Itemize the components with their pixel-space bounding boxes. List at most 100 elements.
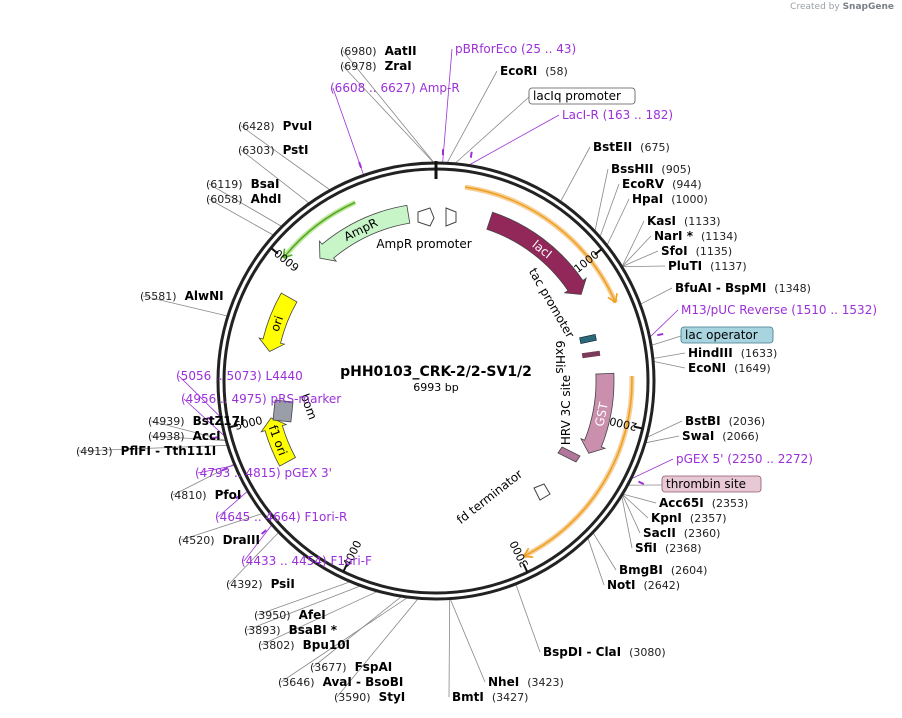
feature-box (528, 87, 636, 105)
site-position: (4938) (148, 430, 185, 443)
site-label: (6428)PvuI (238, 119, 312, 133)
span-arrowhead (607, 293, 618, 304)
feature-gst (580, 372, 615, 454)
watermark-prefix: Created by (790, 2, 840, 12)
site-position: (1633) (741, 347, 778, 360)
feature-box (661, 475, 762, 493)
site-position: (1000) (671, 193, 708, 206)
primer-label: M13/pUC Reverse (1510 .. 1532) (681, 303, 877, 317)
site-name: AvaI - BsoBI (323, 675, 404, 689)
site-position: (2360) (684, 527, 721, 540)
leader-line (653, 352, 686, 359)
site-name: BstBI (685, 414, 721, 428)
site-label: NarI *(1134) (654, 229, 738, 243)
primer-label: (4433 .. 4454) F1ori-F (241, 554, 372, 568)
site-name: AccI (193, 429, 221, 443)
site-label: (4938) AccI (148, 429, 221, 443)
site-name: BspDI - ClaI (543, 645, 621, 659)
center-title: pHH0103_CRK-2/2-SV1/2 6993 bp (340, 364, 532, 394)
site-label: HpaI (1000) (632, 192, 708, 206)
leader-line (587, 538, 605, 586)
primer-label: (4956 .. 4975) pRS-marker (181, 392, 341, 406)
scale-tick (270, 247, 279, 255)
plasmid-size: 6993 bp (413, 381, 458, 394)
site-name: PfoI (215, 488, 242, 502)
site-name: SfiI (635, 541, 657, 555)
site-position: (1134) (701, 230, 738, 243)
plasmid-name: pHH0103_CRK-2/2-SV1/2 (340, 364, 532, 380)
leader-line (178, 375, 221, 417)
site-name: EcoRV (622, 177, 665, 191)
site-name: BstEII (593, 140, 632, 154)
span-arrowhead (523, 547, 534, 558)
snapgene-watermark: Created by SnapGene (790, 2, 894, 12)
site-label: BstBI(2036) (685, 414, 765, 428)
site-label: (4392)PsiI (226, 577, 295, 591)
site-label: (3950)AfeI (254, 608, 326, 622)
site-label: KpnI (2357) (651, 511, 726, 525)
primer-label: (6608 .. 6627) Amp-R (330, 81, 460, 95)
site-label: HindIII (1633) (688, 346, 777, 360)
site-name: SwaI (682, 429, 714, 443)
site-position: (2357) (690, 512, 727, 525)
site-label: (5581)AlwNI (140, 289, 224, 303)
site-label: BmgBI(2604) (619, 563, 707, 577)
boxed-feature-label: lacIq promoter (533, 89, 621, 103)
leader-line (183, 398, 225, 436)
feature-label: GST (592, 401, 611, 428)
site-name: PstI (283, 143, 309, 157)
site-position: (6980) (340, 45, 377, 58)
leader-line (650, 309, 679, 337)
primer-mark (206, 416, 214, 420)
site-name: BsaBI * (289, 623, 338, 637)
site-name: BstZ17I (193, 414, 245, 428)
leader-line (240, 149, 310, 204)
leader-line (447, 70, 498, 163)
site-label: (3802)Bpu10I (258, 638, 350, 652)
site-position: (2642) (644, 579, 681, 592)
fd-terminator-arrow (533, 483, 551, 501)
site-label: PluTI(1137) (668, 259, 747, 273)
site-position: (4939) (148, 415, 185, 428)
leader-line (455, 96, 530, 164)
site-name: EcoRI (500, 64, 537, 78)
site-name: FspAI (355, 660, 393, 674)
site-label: (4939) BstZ17I (148, 414, 244, 428)
primer-mark (469, 151, 473, 158)
site-position: (2066) (722, 430, 759, 443)
site-name: HpaI (632, 192, 663, 206)
leader-line (594, 168, 609, 231)
site-name: Bpu10I (303, 638, 350, 652)
site-position: (5581) (140, 290, 177, 303)
leader-line (646, 435, 680, 444)
site-label: (3677)FspAI (310, 660, 392, 674)
site-position: (4392) (226, 578, 263, 591)
site-name: NheI (488, 675, 519, 689)
scale-tick (633, 425, 643, 430)
leader-line (280, 597, 407, 683)
inner-label: AmpR promoter (376, 237, 471, 251)
leader-line (260, 591, 377, 646)
site-name: KpnI (651, 511, 682, 525)
site-name: BsaI (251, 177, 280, 191)
site-position: (905) (661, 163, 691, 176)
boxed-feature-label: lac operator (685, 328, 758, 342)
site-position: (3646) (278, 676, 315, 689)
boxed-feature-label: thrombin site (666, 477, 746, 491)
site-label: KasI(1133) (647, 214, 721, 228)
site-name: BmtI (452, 690, 484, 704)
watermark-brand: SnapGene (842, 2, 894, 12)
site-position: (58) (545, 65, 568, 78)
leader-line (246, 585, 360, 631)
leader-line (599, 183, 620, 237)
feature-label: ori (268, 314, 286, 333)
span-line (282, 201, 356, 259)
leader-line (622, 495, 641, 534)
site-label: (6978)ZraI (340, 59, 412, 73)
site-position: (6119) (206, 178, 243, 191)
leader-line (78, 444, 227, 452)
site-name: HindIII (688, 346, 733, 360)
leader-line (217, 491, 248, 518)
site-name: KasI (647, 214, 676, 228)
